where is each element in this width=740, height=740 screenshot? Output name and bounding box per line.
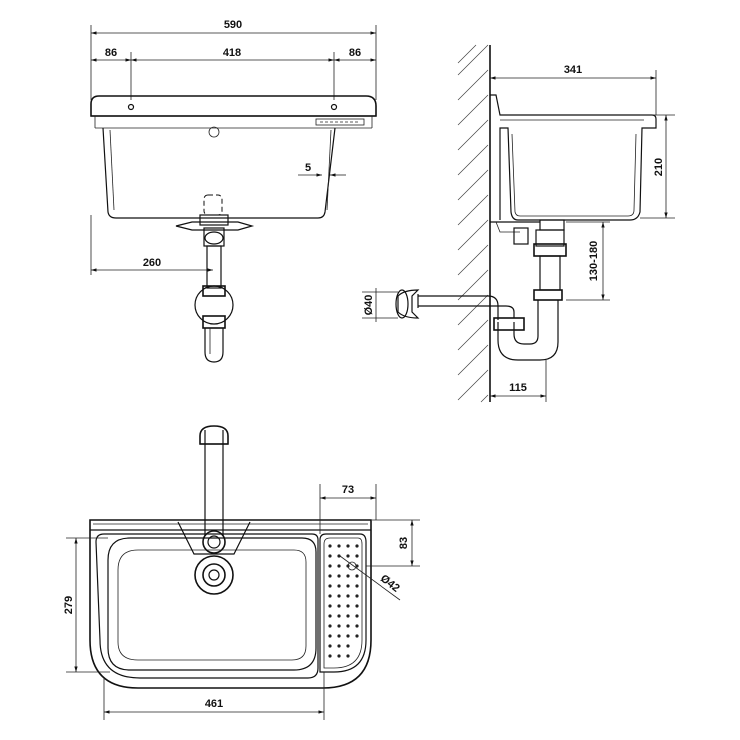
wall-hatching — [457, 44, 489, 403]
front-basin-body — [102, 127, 336, 219]
top-drain-outer — [194, 555, 234, 595]
top-basin-outline — [89, 519, 372, 689]
rack-hole — [337, 544, 341, 548]
top-soap-rack — [319, 533, 367, 673]
rack-hole — [355, 604, 359, 608]
front-view: 590 86 418 86 5 — [90, 19, 377, 363]
rack-hole — [346, 644, 350, 648]
rack-hole — [328, 564, 332, 568]
rack-hole — [346, 544, 350, 548]
rack-hole — [337, 654, 341, 658]
mounting-hole-right — [330, 103, 338, 111]
rack-hole — [346, 614, 350, 618]
top-view: 73 83 Ø42 279 461 — [63, 425, 420, 720]
rack-hole — [346, 624, 350, 628]
rack-hole — [346, 584, 350, 588]
dim-front-total-width: 590 — [224, 19, 242, 31]
dim-front-left-offset: 86 — [105, 47, 117, 59]
rack-hole — [328, 624, 332, 628]
rack-hole — [328, 634, 332, 638]
rack-hole — [355, 544, 359, 548]
dim-top-rack-depth: 83 — [398, 537, 410, 549]
rack-hole — [355, 594, 359, 598]
rack-hole — [328, 554, 332, 558]
rack-hole — [328, 584, 332, 588]
side-trap-u — [513, 300, 539, 345]
rack-hole — [346, 594, 350, 598]
rack-hole — [337, 634, 341, 638]
rack-hole — [337, 614, 341, 618]
rack-hole — [346, 604, 350, 608]
dim-top-depth: 279 — [63, 596, 75, 614]
rack-drain-holes — [328, 544, 359, 658]
dim-top-drain-diameter: Ø42 — [378, 573, 402, 595]
rack-hole — [328, 604, 332, 608]
rack-hole — [355, 554, 359, 558]
rack-hole — [346, 634, 350, 638]
rack-hole — [355, 624, 359, 628]
rack-hole — [337, 574, 341, 578]
top-view-waste-pipe — [199, 425, 229, 536]
dim-side-height: 210 — [653, 158, 665, 176]
rack-hole — [328, 594, 332, 598]
rack-hole — [355, 614, 359, 618]
dim-side-trap-range: 130-180 — [588, 241, 600, 281]
dim-line-d42 — [339, 555, 401, 601]
rack-hole — [346, 574, 350, 578]
rack-hole — [355, 634, 359, 638]
rack-hole — [346, 654, 350, 658]
mounting-hole-left — [127, 103, 135, 111]
dim-side-depth: 341 — [564, 64, 582, 76]
rack-hole — [355, 574, 359, 578]
rack-hole — [337, 564, 341, 568]
dim-front-right-offset: 86 — [349, 47, 361, 59]
rack-hole — [337, 594, 341, 598]
rack-hole — [328, 654, 332, 658]
rack-hole — [337, 604, 341, 608]
dim-front-drain-offset: 260 — [143, 257, 161, 269]
dim-front-wall-thickness: 5 — [305, 162, 311, 174]
rack-hole — [337, 584, 341, 588]
rack-hole — [346, 554, 350, 558]
dim-front-hole-spacing: 418 — [223, 47, 241, 59]
rack-hole — [328, 614, 332, 618]
rack-hole — [328, 574, 332, 578]
side-basin-profile — [490, 94, 657, 221]
rack-hole — [328, 544, 332, 548]
dim-top-rack-width: 73 — [342, 484, 354, 496]
front-basin-rim — [90, 95, 377, 117]
front-drain-bracket — [175, 221, 255, 231]
top-basin-bowl — [107, 537, 317, 671]
dim-top-width: 461 — [205, 698, 223, 710]
side-view: 341 210 130-180 — [362, 44, 675, 403]
rack-hole — [328, 644, 332, 648]
rack-hole — [337, 644, 341, 648]
rack-hole — [337, 554, 341, 558]
dim-side-wall-to-trap: 115 — [509, 382, 527, 394]
rack-hole — [355, 584, 359, 588]
rack-hole — [337, 624, 341, 628]
dim-side-pipe-diameter: Ø40 — [363, 295, 375, 316]
front-trap-bowl — [194, 285, 234, 325]
